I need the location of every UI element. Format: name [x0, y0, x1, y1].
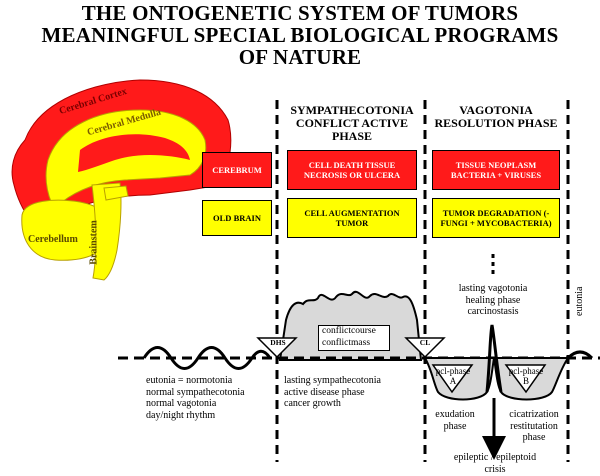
box-old-brain-resolution: TUMOR DEGRADATION (- FUNGI + MYCOBACTERI… [432, 198, 560, 238]
title-line-1: THE ONTOGENETIC SYSTEM OF TUMORS [81, 1, 519, 25]
conflict-course-box: conflictcourse conflictmass [318, 325, 390, 351]
title-line-2: MEANINGFUL SPECIAL BIOLOGICAL PROGRAMS [41, 23, 559, 47]
baseline-wave [142, 346, 272, 370]
active-phase-note: lasting sympathecotonia active disease p… [284, 375, 381, 409]
normal-rhythm-note: eutonia = normotonia normal sympathecoto… [146, 375, 245, 421]
cl-marker [404, 337, 446, 359]
box-cerebrum-active: CELL DEATH TISSUE NECROSIS OR ULCERA [287, 150, 417, 190]
dhs-label: DHS [270, 338, 286, 347]
cicatrization-note: cicatrization restitutation phase [509, 409, 559, 443]
box-cerebrum-resolution: TISSUE NEOPLASM BACTERIA + VIRUSES [432, 150, 560, 190]
exudation-note: exudation phase [435, 409, 475, 432]
dhs-marker [256, 337, 298, 359]
eutonia-vertical-label: eutonia [574, 286, 585, 316]
healing-spike [485, 324, 503, 393]
healing-note: lasting vagotonia healing phase carcinos… [458, 283, 528, 317]
title-line-3: OF NATURE [238, 45, 362, 69]
cl-label: CL [419, 338, 431, 347]
brain-illustration [11, 79, 232, 281]
pcl-phase-b-label: pcl-phase B [508, 366, 544, 386]
label-cerebellum: Cerebellum [28, 234, 78, 245]
box-old-brain-label: OLD BRAIN [202, 200, 272, 236]
brainstem-region [91, 182, 122, 281]
phase-divider-lines [275, 100, 570, 462]
phase-header-sympathicotonia: SYMPATHECOTONIA CONFLICT ACTIVE PHASE [290, 103, 414, 143]
box-cerebrum-label: CEREBRUM [202, 152, 272, 188]
box-old-brain-active: CELL AUGMENTATION TUMOR [287, 198, 417, 238]
pcl-phase-a-label: pcl-phase A [435, 366, 471, 386]
label-brainstem: Brainstem [88, 220, 100, 265]
phase-header-vagotonia: VAGOTONIA RESOLUTION PHASE [434, 103, 558, 130]
crisis-note: epileptic / epileptoid crisis [453, 452, 537, 475]
